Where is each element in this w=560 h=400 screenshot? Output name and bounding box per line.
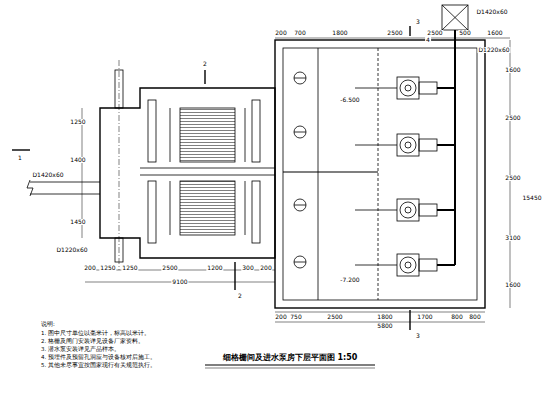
- dimension-label: D1220x60: [477, 47, 510, 53]
- note-text: 2. 格栅及闸门安装详见设备厂家资料。: [40, 339, 145, 345]
- dimension-label: 2: [237, 293, 243, 299]
- dimension-label: 1400: [69, 157, 86, 163]
- dimension-label: 700: [293, 30, 306, 36]
- dimension-label: 2: [202, 61, 208, 67]
- note-text: 1. 图中尺寸单位以毫米计，标高以米计。: [40, 331, 151, 337]
- dimension-label: 2500: [386, 30, 403, 36]
- dimension-label: 1800: [376, 314, 393, 320]
- dimension-label: 5800: [376, 323, 393, 329]
- dimension-label: 1800: [331, 30, 348, 36]
- dimension-label: D1220x60: [55, 247, 88, 253]
- dimension-label: 1250: [121, 265, 138, 271]
- dimension-label: 1450: [69, 219, 86, 225]
- dimension-label: 3: [415, 19, 421, 25]
- dimension-label: 1: [17, 155, 23, 161]
- dimension-label: 200: [274, 314, 287, 320]
- dimension-label: 1700: [416, 314, 433, 320]
- dimension-label: 2500: [326, 314, 343, 320]
- dimension-label: 1600: [504, 282, 521, 288]
- dimension-label: 1200: [206, 265, 223, 271]
- fine-screen: [180, 108, 235, 162]
- dimension-label: 2500: [504, 115, 521, 121]
- dimension-label: 2500: [504, 175, 521, 181]
- dimension-label: 1250: [99, 265, 116, 271]
- pump-room-inner: [283, 48, 477, 300]
- dimension-label: 3: [415, 333, 421, 339]
- dimension-label: 800: [450, 314, 463, 320]
- dimension-label: 200: [274, 30, 287, 36]
- dimension-label: 800: [468, 314, 481, 320]
- note-text: 说明:: [40, 322, 56, 328]
- dimension-label: 750: [289, 314, 302, 320]
- dimension-label: 200: [259, 265, 272, 271]
- note-text: 5. 其他未尽事宜按国家现行有关规范执行。: [40, 363, 157, 369]
- dimension-label: -7.200: [339, 277, 360, 283]
- pump-room-wall: [275, 40, 485, 308]
- dimension-label: 200: [83, 265, 96, 271]
- dimension-label: 1600: [504, 67, 521, 73]
- grille-room-wall: [100, 88, 275, 258]
- dimension-label: 1250: [69, 119, 86, 125]
- dimension-label: 4: [425, 37, 431, 43]
- drawing-title: 细格栅间及进水泵房下层平面图 1:50: [221, 352, 360, 363]
- note-text: 3. 潜水泵安装详见产品样本。: [40, 347, 121, 353]
- dimension-label: -6.500: [339, 97, 360, 103]
- dimension-label: 2500: [161, 265, 178, 271]
- pump-symbol: [397, 77, 455, 276]
- outlet-well: [442, 5, 468, 30]
- dimension-label: 15450: [521, 195, 542, 201]
- dimension-label: D1420x60: [31, 172, 64, 178]
- dimension-label: 9100: [171, 279, 188, 285]
- dimension-label: D1420x60: [475, 9, 508, 15]
- dimension-label: 500: [458, 30, 471, 36]
- note-text: 4. 预埋件及预留孔洞应与设备核对后施工。: [40, 355, 157, 361]
- fine-screen: [180, 181, 235, 235]
- dimension-label: 2500: [426, 30, 443, 36]
- dimension-label: 300: [241, 265, 254, 271]
- dimension-label: 1600: [486, 30, 503, 36]
- dimension-label: 3100: [504, 235, 521, 241]
